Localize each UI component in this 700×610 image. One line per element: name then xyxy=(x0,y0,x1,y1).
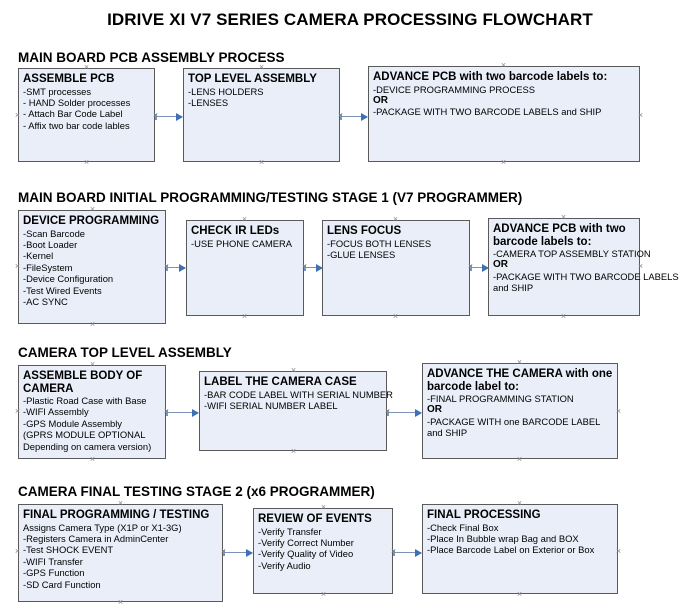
node-line: and SHIP xyxy=(493,282,534,294)
node-lens-focus[interactable]: LENS FOCUS -FOCUS BOTH LENSES -GLUE LENS… xyxy=(322,220,470,316)
node-title: REVIEW OF EVENTS xyxy=(258,513,372,525)
node-line: -BAR CODE LABEL WITH SERIAL NUMBER xyxy=(204,388,393,400)
node-line: -WIFI Transfer xyxy=(23,555,83,567)
node-line: -Kernel xyxy=(23,250,54,262)
node-title: ASSEMBLE BODY OF CAMERA xyxy=(23,370,143,395)
node-label-the-camera-case[interactable]: LABEL THE CAMERA CASE -BAR CODE LABEL WI… xyxy=(199,371,393,451)
node-line: -Device Configuration xyxy=(23,273,114,285)
node-line: -Check Final Box xyxy=(427,521,499,533)
node-title: ASSEMBLE PCB xyxy=(23,73,115,85)
node-line: (GPRS MODULE OPTIONAL xyxy=(23,429,146,441)
node-line: -Place Barcode Label on Exterior or Box xyxy=(427,544,595,556)
node-title: FINAL PROGRAMMING / TESTING xyxy=(23,509,210,521)
page-title: IDRIVE XI V7 SERIES CAMERA PROCESSING FL… xyxy=(107,10,593,29)
node-line: -CAMERA TOP ASSEMBLY STATION xyxy=(493,248,651,259)
node-line: -Test SHOCK EVENT xyxy=(23,544,114,556)
node-title: LABEL THE CAMERA CASE xyxy=(204,376,357,388)
node-line: -Test Wired Events xyxy=(23,284,102,296)
node-title: ADVANCE PCB with two barcode labels to: xyxy=(493,223,626,248)
node-assemble-body-of-camera[interactable]: ASSEMBLE BODY OF CAMERA -Plastic Road Ca… xyxy=(18,365,166,459)
node-advance-the-camera-one-barcode[interactable]: ADVANCE THE CAMERA with one barcode labe… xyxy=(422,363,618,459)
node-line: Assigns Camera Type (X1P or X1-3G) xyxy=(23,521,182,533)
connector-arrow xyxy=(166,408,199,417)
node-review-of-events[interactable]: REVIEW OF EVENTS -Verify Transfer -Verif… xyxy=(253,508,393,594)
node-line: -Plastic Road Case with Base xyxy=(23,395,147,406)
connector-arrow xyxy=(393,548,422,557)
node-line-or: OR xyxy=(427,404,442,416)
connector-arrow xyxy=(340,112,368,121)
node-line: -LENS HOLDERS xyxy=(188,85,264,97)
node-line: - Attach Bar Code Label xyxy=(23,108,123,120)
section-heading-main-board-initial-programming: MAIN BOARD INITIAL PROGRAMMING/TESTING S… xyxy=(18,190,523,205)
node-line: -SMT processes xyxy=(23,85,92,97)
node-title: FINAL PROCESSING xyxy=(427,509,541,521)
node-top-level-assembly[interactable]: TOP LEVEL ASSEMBLY -LENS HOLDERS -LENSES xyxy=(183,68,340,162)
node-line: -DEVICE PROGRAMMING PROCESS xyxy=(373,83,535,95)
node-line-or: OR xyxy=(493,259,508,271)
node-line: -SD Card Function xyxy=(23,578,101,590)
node-device-programming[interactable]: DEVICE PROGRAMMING -Scan Barcode -Boot L… xyxy=(18,210,166,324)
node-check-ir-leds[interactable]: CHECK IR LEDs -USE PHONE CAMERA xyxy=(186,220,304,316)
section-heading-main-board-pcb-assembly: MAIN BOARD PCB ASSEMBLY PROCESS xyxy=(18,50,285,65)
node-line: -AC SYNC xyxy=(23,295,68,307)
node-line: -Verify Quality of Video xyxy=(258,548,354,560)
node-line: - Affix two bar code lables xyxy=(23,119,130,131)
node-title: TOP LEVEL ASSEMBLY xyxy=(188,73,317,85)
node-line: and SHIP xyxy=(427,427,468,439)
node-line-or: OR xyxy=(373,94,388,106)
node-line: -LENSES xyxy=(188,96,229,108)
node-line: -GPS Function xyxy=(23,567,85,579)
node-final-processing[interactable]: FINAL PROCESSING -Check Final Box -Place… xyxy=(422,504,618,594)
node-title: CHECK IR LEDs xyxy=(191,225,280,237)
node-line: Depending on camera version) xyxy=(23,440,152,452)
node-advance-pcb-two-barcode[interactable]: ADVANCE PCB with two barcode labels to: … xyxy=(368,66,640,162)
node-title: ADVANCE THE CAMERA with one barcode labe… xyxy=(427,368,613,393)
node-line: -Registers Camera in AdminCenter xyxy=(23,532,169,544)
node-line: -FOCUS BOTH LENSES xyxy=(327,237,432,249)
connector-arrow xyxy=(304,263,323,272)
connector-arrow xyxy=(470,263,489,272)
connector-arrow xyxy=(387,408,422,417)
node-line: -Scan Barcode xyxy=(23,227,86,239)
node-line: -GPS Module Assembly xyxy=(23,417,122,429)
connector-arrow xyxy=(166,263,186,272)
connector-arrow xyxy=(155,112,183,121)
node-line: -USE PHONE CAMERA xyxy=(191,237,293,249)
node-line: -Verify Correct Number xyxy=(258,536,354,548)
node-title: ADVANCE PCB with two barcode labels to: xyxy=(373,71,608,83)
section-heading-camera-top-level-assembly: CAMERA TOP LEVEL ASSEMBLY xyxy=(18,345,232,360)
node-title: DEVICE PROGRAMMING xyxy=(23,215,160,227)
node-assemble-pcb[interactable]: ASSEMBLE PCB -SMT processes - HAND Solde… xyxy=(18,68,155,162)
node-line: -Verify Audio xyxy=(258,559,311,571)
node-line: -GLUE LENSES xyxy=(327,248,396,260)
node-advance-pcb-camera-top-assembly[interactable]: ADVANCE PCB with two barcode labels to: … xyxy=(488,218,679,316)
section-heading-camera-final-testing: CAMERA FINAL TESTING STAGE 2 (x6 PROGRAM… xyxy=(18,484,375,499)
node-line: -PACKAGE WITH TWO BARCODE LABELS xyxy=(493,270,679,282)
node-line: -Boot Loader xyxy=(23,238,78,250)
connector-arrow xyxy=(223,548,253,557)
node-title: LENS FOCUS xyxy=(327,225,402,237)
node-line: -FINAL PROGRAMMING STATION xyxy=(427,393,574,404)
node-line: -PACKAGE WITH TWO BARCODE LABELS and SHI… xyxy=(373,106,602,118)
node-final-programming-testing[interactable]: FINAL PROGRAMMING / TESTING Assigns Came… xyxy=(18,504,223,602)
node-line: -Place In Bubble wrap Bag and BOX xyxy=(427,532,579,544)
node-line: -Verify Transfer xyxy=(258,525,322,537)
node-line: - HAND Solder processes xyxy=(23,96,131,108)
node-line: -FileSystem xyxy=(23,261,73,273)
node-line: -WIFI Assembly xyxy=(23,406,89,418)
node-line: -PACKAGE WITH one BARCODE LABEL xyxy=(427,415,601,427)
node-line: -WIFI SERIAL NUMBER LABEL xyxy=(204,399,338,411)
